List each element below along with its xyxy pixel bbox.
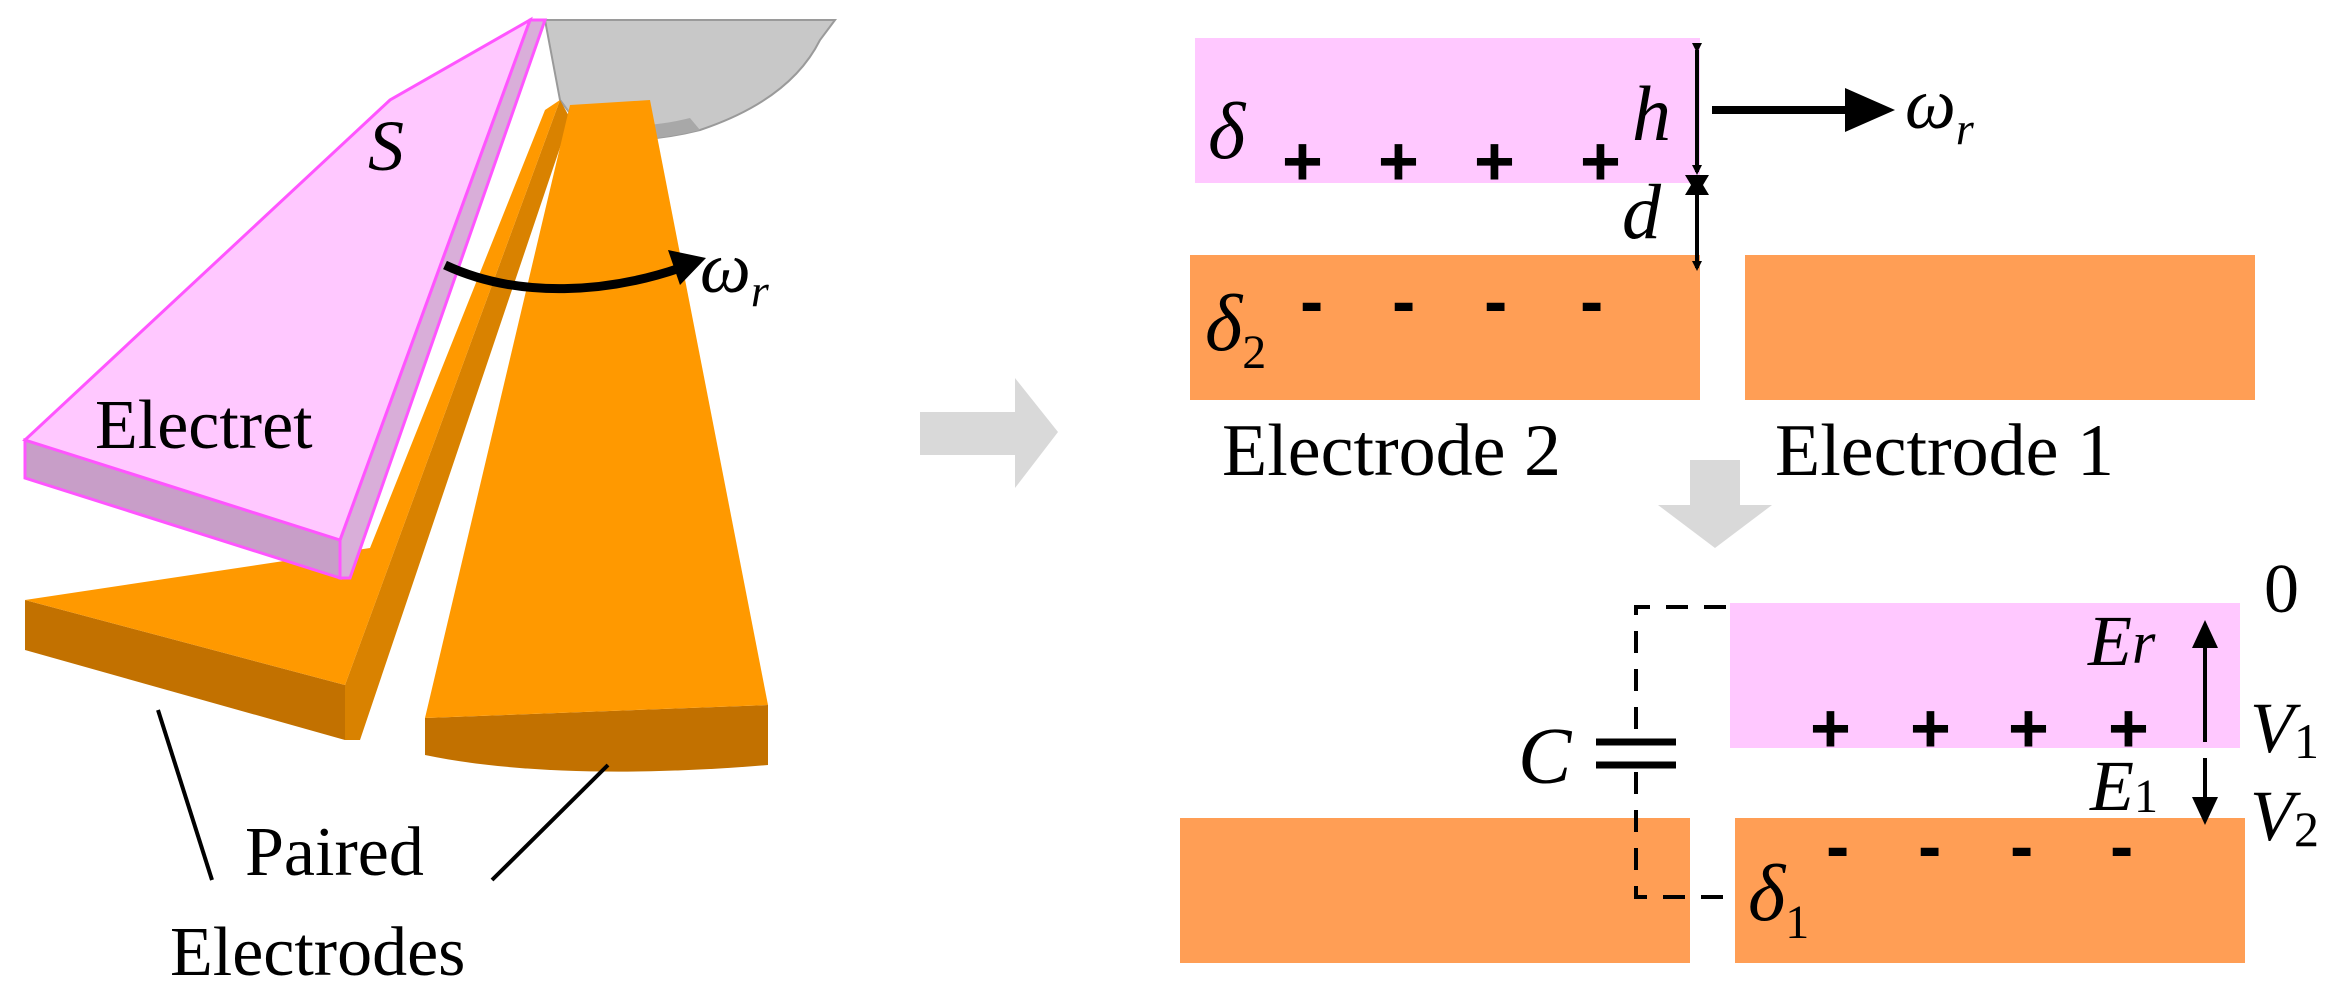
minus-sign-top: - (1300, 262, 1323, 340)
electrode-bar-right (1735, 818, 2245, 963)
plus-sign-top: + (1580, 122, 1621, 200)
pointer-line-right (490, 763, 610, 882)
electrode1-label: Electrode 1 (1775, 410, 2114, 492)
rotation-arrow (443, 260, 682, 294)
paired-label-line1: Paired (245, 814, 424, 891)
minus-sign-top: - (1392, 262, 1415, 340)
d-label: d (1622, 168, 1662, 255)
plus-sign-bottom: + (1910, 689, 1951, 767)
pointer-line-left (156, 709, 214, 881)
zero-potential-label: 0 (2264, 551, 2299, 628)
plus-sign-top: + (1378, 122, 1419, 200)
bottom-circuit: C + + + + - - - - Er E1 0 V1 V2 δ1 (1180, 551, 2319, 963)
E1-label: E1 (2089, 746, 2158, 826)
surface-label: S (368, 106, 404, 186)
minus-sign-bottom: - (1918, 807, 1941, 885)
minus-sign-bottom: - (2010, 807, 2033, 885)
minus-sign-top: - (1580, 262, 1603, 340)
omega-label-right: ωr (1905, 64, 1975, 154)
paired-electrode-left (25, 100, 570, 740)
h-label: h (1632, 70, 1671, 157)
delta1-label: δ1 (1748, 850, 1809, 949)
dashed-wire (1634, 605, 1726, 899)
electret-label: Electret (95, 387, 313, 464)
electret-plate (22, 16, 548, 581)
delta-label: δ (1208, 88, 1247, 176)
plus-sign-bottom: + (2108, 689, 2149, 767)
capacitor-label: C (1518, 713, 1573, 801)
minus-sign-bottom: - (1826, 807, 1849, 885)
transition-arrow-right (920, 378, 1058, 488)
plus-sign-bottom: + (1810, 689, 1851, 767)
V2-label: V2 (2250, 776, 2319, 857)
paired-label-line2: Electrodes (170, 914, 465, 991)
minus-sign-top: - (1484, 262, 1507, 340)
electret-bar-bottom (1730, 603, 2240, 748)
plus-sign-bottom: + (2008, 689, 2049, 767)
electrode-bar-left (1180, 818, 1690, 963)
omega-label-left: ωr (700, 228, 770, 316)
electrode1-bar (1745, 255, 2255, 400)
electret-bar-top (1195, 38, 1700, 183)
Er-label: Er (2087, 601, 2156, 681)
top-cross-section: δ + + + + δ2 - - - - h d ωr Electrode 2 … (1190, 38, 2255, 492)
delta2-label: δ2 (1205, 280, 1266, 379)
left-3d-illustration: S ωr Electret Paired Electrodes (22, 16, 837, 991)
electrode2-label: Electrode 2 (1222, 410, 1561, 492)
plus-sign-top: + (1474, 122, 1515, 200)
paired-electrode-right (425, 100, 768, 772)
V1-label: V1 (2250, 688, 2319, 769)
plus-sign-top: + (1282, 122, 1323, 200)
minus-sign-bottom: - (2110, 807, 2133, 885)
electrode2-bar (1190, 255, 1700, 400)
transition-arrow-down (1658, 460, 1772, 548)
